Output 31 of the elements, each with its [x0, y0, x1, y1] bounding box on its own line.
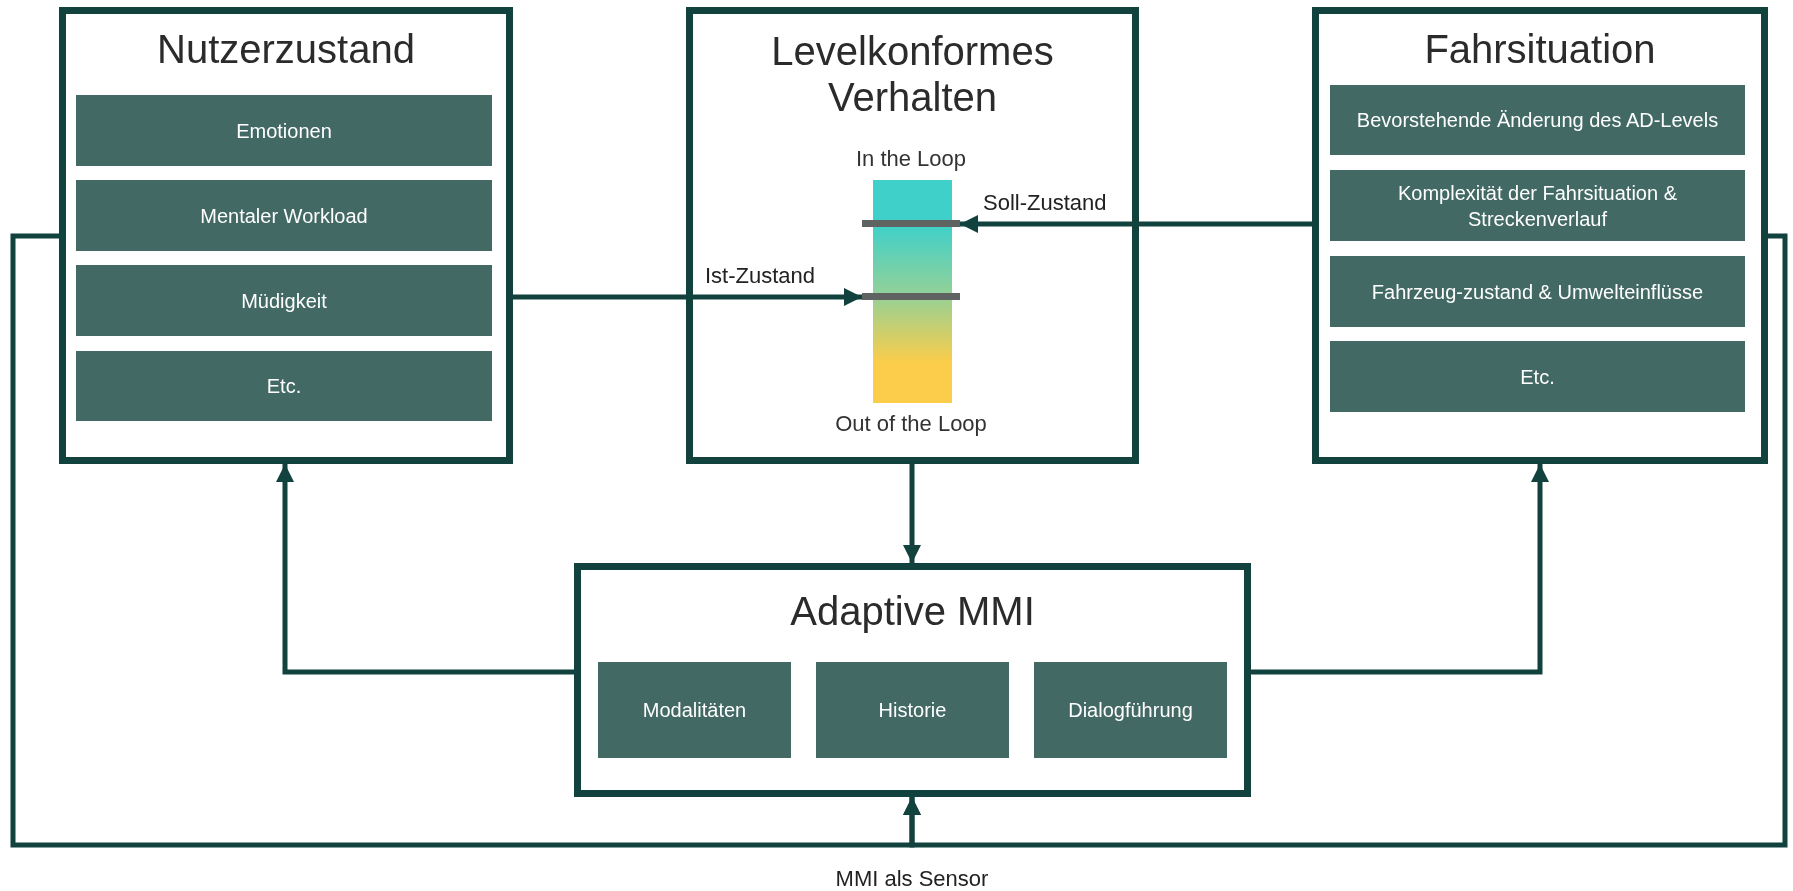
- edge-label: Soll-Zustand: [983, 190, 1107, 216]
- box-heading: Levelkonformes Verhalten: [770, 28, 1055, 120]
- edge-label: MMI als Sensor: [835, 866, 989, 891]
- arrow: [903, 464, 921, 563]
- group-box: [1312, 7, 1768, 464]
- edge-label: Ist-Zustand: [705, 263, 816, 289]
- box-heading: Fahrsituation: [1423, 26, 1657, 72]
- arrow: [276, 464, 574, 675]
- group-box: [574, 563, 1251, 797]
- arrow: [960, 215, 1312, 233]
- group-box: [686, 7, 1139, 464]
- gauge-end-label: In the Loop: [855, 146, 967, 172]
- item-box: Dialogführung: [1034, 662, 1227, 758]
- item-box: Etc.: [1330, 341, 1745, 412]
- item-box: Müdigkeit: [76, 265, 492, 336]
- item-box: Mentaler Workload: [76, 180, 492, 251]
- item-box: Emotionen: [76, 95, 492, 166]
- arrow: [513, 288, 862, 306]
- arrow: [1251, 464, 1549, 675]
- item-box: Komplexität der Fahrsituation & Streckenverlauf: [1330, 170, 1745, 241]
- item-box: Etc.: [76, 351, 492, 421]
- item-box: Bevorstehende Änderung des AD-Levels: [1330, 85, 1745, 155]
- arrow: [903, 233, 1788, 848]
- item-box: Historie: [816, 662, 1009, 758]
- group-box: [59, 7, 513, 464]
- box-heading: Adaptive MMI: [789, 588, 1036, 634]
- gauge-bar: [862, 180, 960, 403]
- item-box: Fahrzeug-zustand & Umwelteinflüsse: [1330, 256, 1745, 327]
- item-box: Modalitäten: [598, 662, 791, 758]
- box-heading: Nutzerzustand: [156, 26, 416, 72]
- gauge-end-label: Out of the Loop: [835, 411, 987, 437]
